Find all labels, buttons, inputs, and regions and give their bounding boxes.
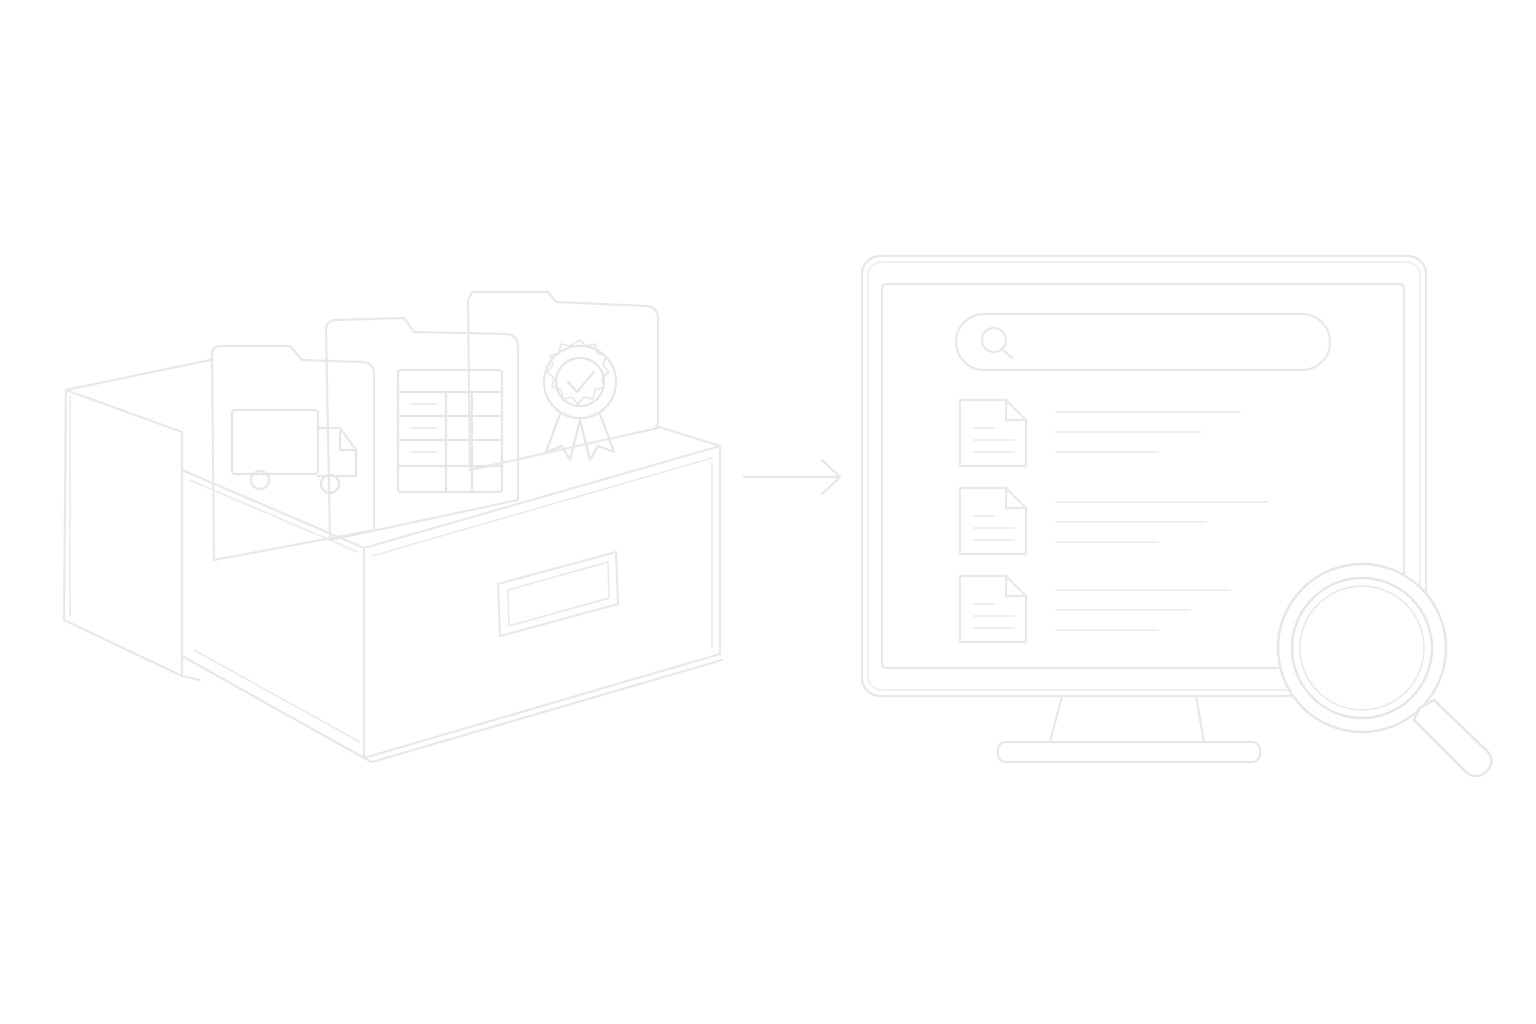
search-result-list <box>958 398 1269 644</box>
award-badge-checkmark-icon <box>542 339 618 462</box>
search-bar <box>954 312 1332 372</box>
computer-monitor-icon <box>860 254 1428 764</box>
search-result-item <box>958 398 1241 468</box>
folder-spreadsheet <box>324 316 520 542</box>
document-icon <box>958 486 1028 556</box>
document-icon <box>958 398 1028 468</box>
magnifying-glass-icon <box>1276 562 1493 778</box>
folder-award-badge <box>466 290 660 472</box>
delivery-truck-icon <box>230 408 358 495</box>
file-box-icon <box>62 290 724 764</box>
search-result-item <box>958 486 1269 556</box>
right-arrow-icon <box>742 458 842 496</box>
folder-truck <box>210 344 376 562</box>
search-result-item <box>958 574 1231 644</box>
spreadsheet-grid-icon <box>396 368 504 494</box>
document-icon <box>958 574 1028 644</box>
search-icon <box>980 326 1014 360</box>
box-handle-plate <box>496 550 620 638</box>
